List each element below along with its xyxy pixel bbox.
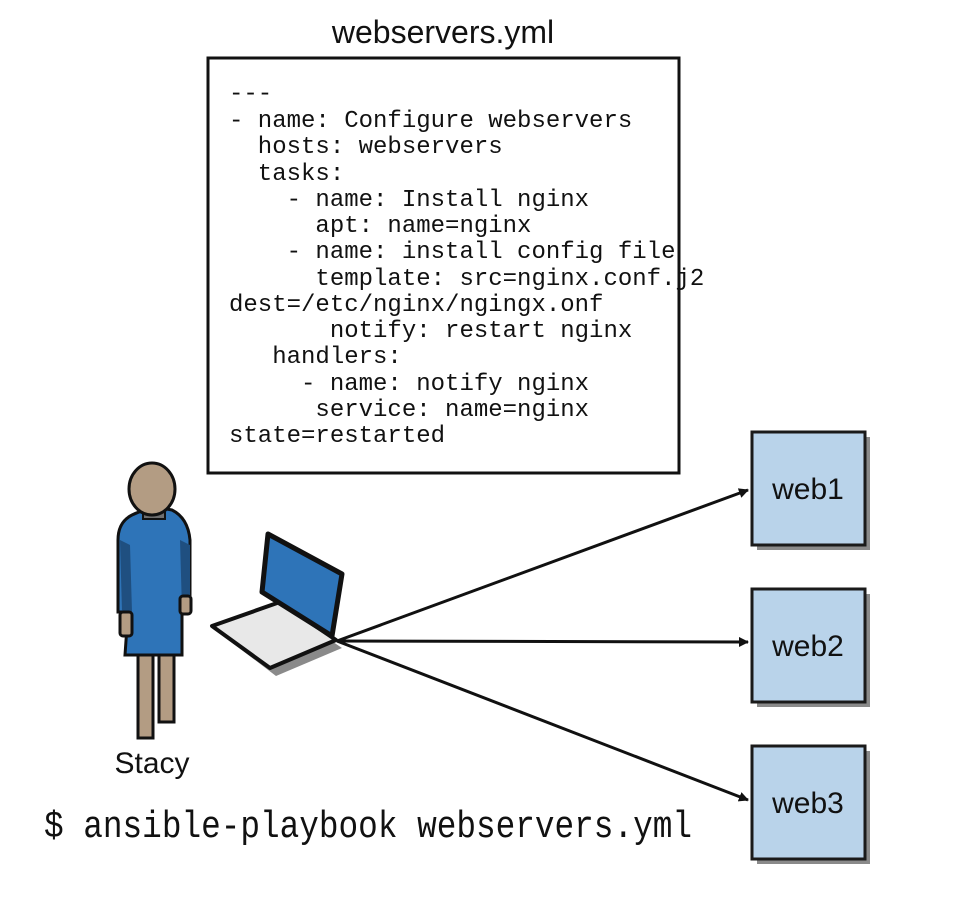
command-line: $ ansible-playbook webservers.yml bbox=[44, 806, 692, 849]
laptop-icon bbox=[210, 531, 345, 676]
playbook-line: - name: install config file bbox=[229, 239, 675, 266]
user-name: Stacy bbox=[114, 747, 189, 780]
playbook-line: hosts: webservers bbox=[229, 134, 503, 161]
server-web1: web1 bbox=[750, 430, 870, 550]
playbook-filename: webservers.yml bbox=[331, 14, 554, 50]
server-label: web1 bbox=[771, 473, 844, 506]
server-web3: web3 bbox=[750, 744, 870, 864]
playbook-line: service: name=nginx bbox=[229, 397, 589, 424]
playbook-line: - name: Install nginx bbox=[229, 187, 589, 214]
arrow-to-web1 bbox=[336, 488, 749, 643]
server-label: web2 bbox=[771, 630, 844, 663]
playbook-line: notify: restart nginx bbox=[229, 318, 632, 345]
arrow-to-web3 bbox=[336, 639, 749, 802]
arrow-to-web2 bbox=[336, 636, 749, 647]
server-web2: web2 bbox=[750, 587, 870, 707]
playbook-line: tasks: bbox=[229, 161, 344, 188]
playbook-line: dest=/etc/nginx/ngingx.onf bbox=[229, 292, 603, 319]
playbook-line: - name: notify nginx bbox=[229, 371, 589, 398]
playbook-file-box bbox=[206, 56, 681, 475]
playbook-line: handlers: bbox=[229, 344, 402, 371]
playbook-line: template: src=nginx.conf.j2 bbox=[229, 266, 704, 293]
playbook-code: --- - name: Configure webservers hosts: … bbox=[229, 81, 704, 450]
playbook-line: apt: name=nginx bbox=[229, 213, 531, 240]
connection-arrows bbox=[336, 488, 749, 802]
playbook-line: state=restarted bbox=[229, 423, 445, 450]
server-label: web3 bbox=[771, 787, 844, 820]
playbook-line: --- bbox=[229, 81, 272, 108]
playbook-line: - name: Configure webservers bbox=[229, 108, 632, 135]
person-icon bbox=[116, 461, 193, 740]
